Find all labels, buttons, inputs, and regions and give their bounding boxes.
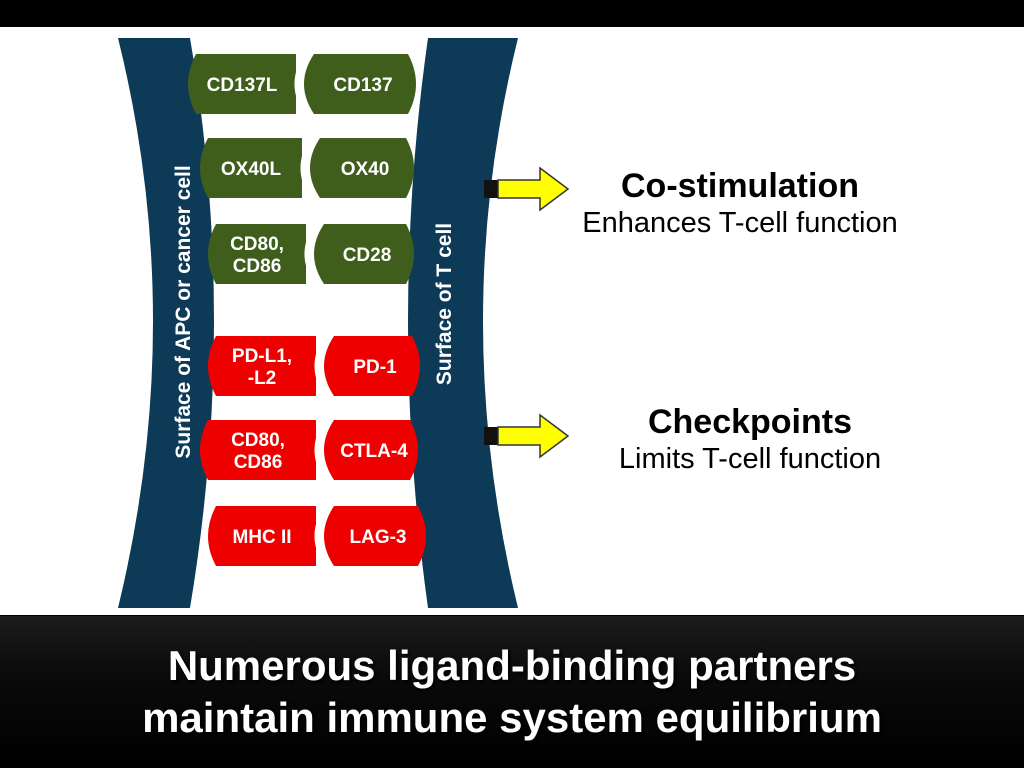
footer-line-1: Numerous ligand-binding partners <box>167 642 857 689</box>
checkpoints-subtitle: Limits T-cell function <box>618 443 882 475</box>
ligand-label: CD80, <box>230 234 284 255</box>
receptor-pill <box>314 224 414 284</box>
receptor-label: PD-1 <box>353 357 397 378</box>
receptor-pill <box>324 336 420 396</box>
binding-gap <box>304 224 319 284</box>
footer-line-2: maintain immune system equilibrium <box>142 694 882 741</box>
ligand-pill <box>200 138 302 198</box>
ligand-pill <box>208 224 306 284</box>
receptor-label: LAG-3 <box>350 527 407 548</box>
ligand-label: CD86 <box>234 452 283 473</box>
receptor-label: OX40 <box>341 159 390 180</box>
receptor-pill <box>324 420 418 480</box>
footer-band <box>0 616 1024 768</box>
binding-gap <box>314 336 329 396</box>
binding-gap <box>294 54 309 114</box>
ligand-pill <box>208 506 316 566</box>
ligand-label: PD-L1, <box>232 346 292 367</box>
binding-gap <box>314 506 329 566</box>
binding-gap <box>300 138 315 198</box>
ligand-label: CD80, <box>231 430 285 451</box>
receptor-pill <box>324 506 426 566</box>
ligand-label: CD137L <box>207 75 278 96</box>
apc-membrane-label: Surface of APC or cancer cell <box>172 165 195 458</box>
receptor-pill <box>310 138 414 198</box>
apc-membrane <box>118 38 214 608</box>
receptor-label: CTLA-4 <box>340 441 408 462</box>
receptor-label: CD28 <box>343 245 392 266</box>
checkpoints-title: Checkpoints <box>647 403 853 441</box>
costimulation-title: Co-stimulation <box>621 167 859 205</box>
ligand-label: MHC II <box>232 527 291 548</box>
arrow-right-icon <box>484 413 570 459</box>
ligand-label: -L2 <box>248 368 277 389</box>
checkpoints-block: Checkpoints Limits T-cell function <box>560 402 940 476</box>
arrow-right-icon <box>484 166 570 212</box>
ligand-label: OX40L <box>221 159 282 180</box>
ligand-pill <box>188 54 296 114</box>
receptor-label: CD137 <box>333 75 392 96</box>
tcell-membrane <box>408 38 518 608</box>
tcell-membrane-label: Surface of T cell <box>433 223 456 385</box>
ligand-pill <box>208 336 316 396</box>
receptor-pill <box>304 54 416 114</box>
ligand-pill <box>200 420 316 480</box>
binding-gap <box>314 420 329 480</box>
costimulation-subtitle: Enhances T-cell function <box>582 207 898 239</box>
costimulation-block: Co-stimulation Enhances T-cell function <box>550 166 930 240</box>
footer-caption: Numerous ligand-binding partners maintai… <box>0 640 1024 744</box>
ligand-label: CD86 <box>233 256 282 277</box>
